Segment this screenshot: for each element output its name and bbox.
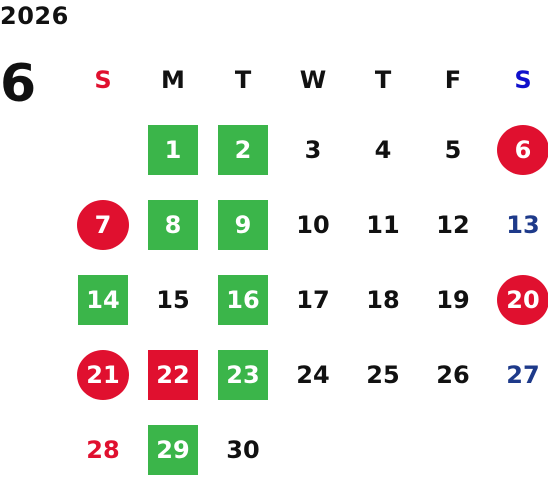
day-cell[interactable]: 14 [68, 275, 138, 325]
day-cell[interactable]: 16 [208, 275, 278, 325]
day-number[interactable]: 5 [444, 136, 462, 164]
day-number[interactable]: 26 [436, 361, 470, 389]
day-cell [418, 425, 488, 475]
day-cell[interactable]: 20 [488, 275, 548, 325]
day-number[interactable]: 16 [218, 275, 268, 325]
weekday-thursday: T [374, 66, 392, 94]
day-cell[interactable]: 13 [488, 200, 548, 250]
week-row: 14 15 16 17 18 19 20 [68, 275, 548, 325]
day-cell[interactable]: 27 [488, 350, 548, 400]
day-cell[interactable]: 23 [208, 350, 278, 400]
month-number: 6 [0, 54, 37, 114]
day-number[interactable]: 14 [78, 275, 128, 325]
day-cell [278, 425, 348, 475]
day-cell[interactable]: 22 [138, 350, 208, 400]
day-cell[interactable]: 28 [68, 425, 138, 475]
day-number[interactable]: 30 [226, 436, 260, 464]
day-number[interactable]: 6 [497, 125, 548, 175]
day-number[interactable]: 18 [366, 286, 400, 314]
day-cell[interactable]: 2 [208, 125, 278, 175]
day-cell[interactable]: 3 [278, 125, 348, 175]
day-cell[interactable]: 1 [138, 125, 208, 175]
day-number[interactable]: 2 [218, 125, 268, 175]
day-cell[interactable]: 9 [208, 200, 278, 250]
day-cell[interactable]: 24 [278, 350, 348, 400]
week-row: 28 29 30 [68, 425, 548, 475]
day-number[interactable]: 12 [436, 211, 470, 239]
day-number[interactable]: 8 [148, 200, 198, 250]
day-cell[interactable]: 4 [348, 125, 418, 175]
day-number[interactable]: 1 [148, 125, 198, 175]
year-label: 2026 [0, 2, 69, 30]
day-number[interactable]: 27 [506, 361, 540, 389]
day-cell[interactable]: 29 [138, 425, 208, 475]
day-cell[interactable]: 10 [278, 200, 348, 250]
day-number[interactable]: 23 [218, 350, 268, 400]
day-cell[interactable]: 5 [418, 125, 488, 175]
weekday-header-row: S M T W T F S [68, 60, 548, 100]
day-cell[interactable]: 30 [208, 425, 278, 475]
day-number[interactable]: 19 [436, 286, 470, 314]
day-number[interactable]: 15 [156, 286, 190, 314]
day-number[interactable]: 22 [148, 350, 198, 400]
day-number[interactable]: 13 [506, 211, 540, 239]
day-cell[interactable]: 7 [68, 200, 138, 250]
weekday-tuesday: T [234, 66, 252, 94]
day-cell[interactable]: 11 [348, 200, 418, 250]
day-cell[interactable]: 8 [138, 200, 208, 250]
week-row: 21 22 23 24 25 26 27 [68, 350, 548, 400]
day-cell[interactable]: 6 [488, 125, 548, 175]
day-cell[interactable]: 25 [348, 350, 418, 400]
weekday-sunday: S [94, 66, 112, 94]
day-number[interactable]: 24 [296, 361, 330, 389]
day-cell[interactable]: 21 [68, 350, 138, 400]
day-cell[interactable]: 17 [278, 275, 348, 325]
weekday-monday: M [161, 66, 185, 94]
day-cell[interactable]: 19 [418, 275, 488, 325]
day-number[interactable]: 9 [218, 200, 268, 250]
day-number[interactable]: 29 [148, 425, 198, 475]
day-cell[interactable]: 12 [418, 200, 488, 250]
weekday-wednesday: W [299, 66, 327, 94]
day-number[interactable]: 4 [374, 136, 392, 164]
day-cell[interactable]: 18 [348, 275, 418, 325]
day-cell [488, 425, 548, 475]
day-number[interactable]: 20 [497, 275, 548, 325]
day-number[interactable]: 28 [86, 436, 120, 464]
weekday-friday: F [444, 66, 462, 94]
weekday-saturday: S [514, 66, 532, 94]
day-cell[interactable]: 26 [418, 350, 488, 400]
day-cell [68, 125, 138, 175]
day-number[interactable]: 7 [77, 200, 129, 250]
day-number[interactable]: 11 [366, 211, 400, 239]
day-number[interactable]: 21 [77, 350, 129, 400]
day-cell[interactable]: 15 [138, 275, 208, 325]
day-number[interactable]: 17 [296, 286, 330, 314]
day-number[interactable]: 10 [296, 211, 330, 239]
day-number[interactable]: 25 [366, 361, 400, 389]
day-cell [348, 425, 418, 475]
day-number[interactable]: 3 [304, 136, 322, 164]
